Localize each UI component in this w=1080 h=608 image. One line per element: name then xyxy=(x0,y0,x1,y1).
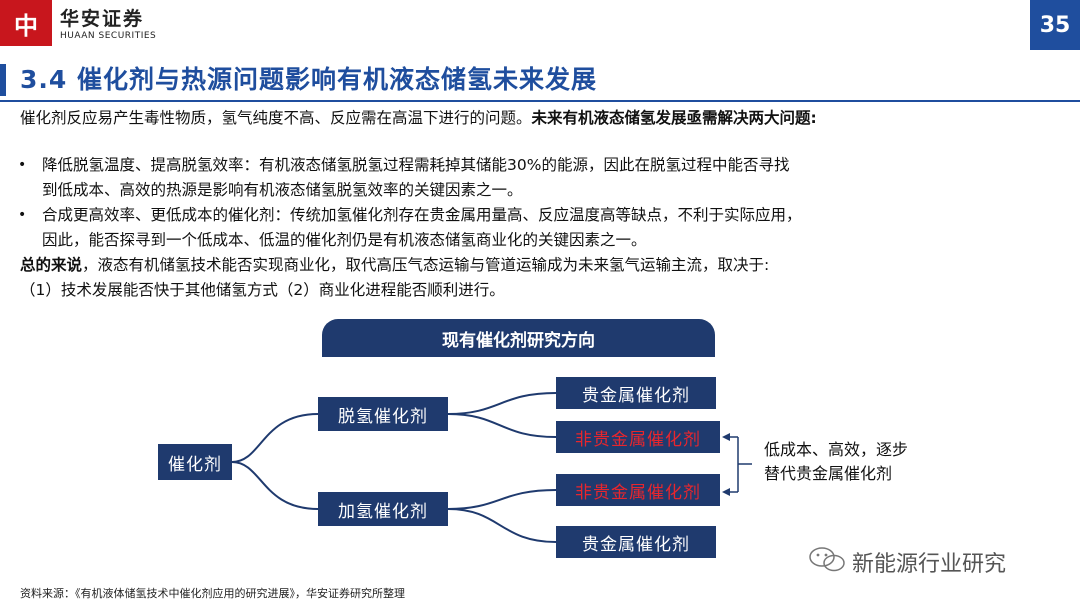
bracket xyxy=(724,436,752,493)
watermark: 新能源行业研究 xyxy=(852,552,1007,577)
leaf-non-noble-metal: 非贵金属催化剂 xyxy=(556,421,720,453)
node-root: 催化剂 xyxy=(158,444,232,480)
bullet-line: 合成更高效率、更低成本的催化剂：传统加氢催化剂存在贵金属用量高、反应温度高等缺点… xyxy=(42,206,802,224)
connector-top-leaf2 xyxy=(447,413,557,438)
connector-bottom-leaf4 xyxy=(447,508,557,543)
summary-lead: 总的来说 xyxy=(20,256,83,274)
source-footnote: 资料来源：《有机液体储氢技术中催化剂应用的研究进展》，华安证券研究所整理 xyxy=(20,587,405,600)
bullet-dot: • xyxy=(18,207,27,223)
intro-text: 催化剂反应易产生毒性物质，氢气纯度不高、反应需在高温下进行的问题。 xyxy=(20,109,532,127)
title-accent-bar xyxy=(0,64,6,96)
bullet-dot: • xyxy=(18,157,27,173)
arrow-head xyxy=(722,433,730,441)
summary-paragraph: 总的来说，液态有机储氢技术能否实现商业化，取代高压气态运输与管道运输成为未来氢气… xyxy=(20,253,1030,303)
leaf-non-noble-metal: 非贵金属催化剂 xyxy=(556,474,720,506)
logo-glyph: 中 xyxy=(14,10,38,40)
bullet-line: 降低脱氢温度、提高脱氢效率：有机液态储氢脱氢过程需耗掉其储能30%的能源，因此在… xyxy=(42,156,790,174)
connector-root-top xyxy=(231,413,319,463)
diagram-header: 现有催化剂研究方向 xyxy=(322,319,715,357)
bullet-line: 到低成本、高效的热源是影响有机液态储氢脱氢效率的关键因素之一。 xyxy=(42,181,523,199)
diagram-note: 低成本、高效，逐步 替代贵金属催化剂 xyxy=(764,438,908,486)
connector-top-leaf1 xyxy=(447,392,557,415)
note-line: 低成本、高效，逐步 xyxy=(764,440,909,459)
leaf-noble-metal: 贵金属催化剂 xyxy=(556,377,716,409)
node-hydrogenation: 加氢催化剂 xyxy=(318,492,448,526)
bullet-line: 因此，能否探寻到一个低成本、低温的催化剂仍是有机液态储氢商业化的关键因素之一。 xyxy=(42,231,647,249)
connector-root-bottom xyxy=(231,461,319,510)
brand-logo xyxy=(0,0,52,46)
page-title: 3.4 催化剂与热源问题影响有机液态储氢未来发展 xyxy=(20,65,597,94)
leaf-noble-metal: 贵金属催化剂 xyxy=(556,526,716,558)
note-line: 替代贵金属催化剂 xyxy=(764,464,893,483)
summary-conditions: （1）技术发展能否快于其他储氢方式（2）商业化进程能否顺利进行。 xyxy=(20,281,505,299)
page-number: 35 xyxy=(1030,0,1080,50)
node-dehydrogenation: 脱氢催化剂 xyxy=(318,397,448,431)
summary-text: ，液态有机储氢技术能否实现商业化，取代高压气态运输与管道运输成为未来氢气运输主流… xyxy=(82,256,770,274)
bullet-item: 降低脱氢温度、提高脱氢效率：有机液态储氢脱氢过程需耗掉其储能30%的能源，因此在… xyxy=(42,153,1042,203)
brand-name-en: HUAAN SECURITIES xyxy=(60,31,157,41)
brand-name-cn: 华安证券 xyxy=(60,8,145,30)
intro-emphasis: 未来有机液态储氢发展亟需解决两大问题: xyxy=(531,109,817,127)
bullet-item: 合成更高效率、更低成本的催化剂：传统加氢催化剂存在贵金属用量高、反应温度高等缺点… xyxy=(42,203,1052,253)
title-divider xyxy=(0,100,1080,102)
arrow-head xyxy=(722,488,730,496)
intro-paragraph: 催化剂反应易产生毒性物质，氢气纯度不高、反应需在高温下进行的问题。未来有机液态储… xyxy=(20,106,1020,131)
wechat-icon xyxy=(809,547,845,572)
connector-bottom-leaf3 xyxy=(447,489,557,510)
